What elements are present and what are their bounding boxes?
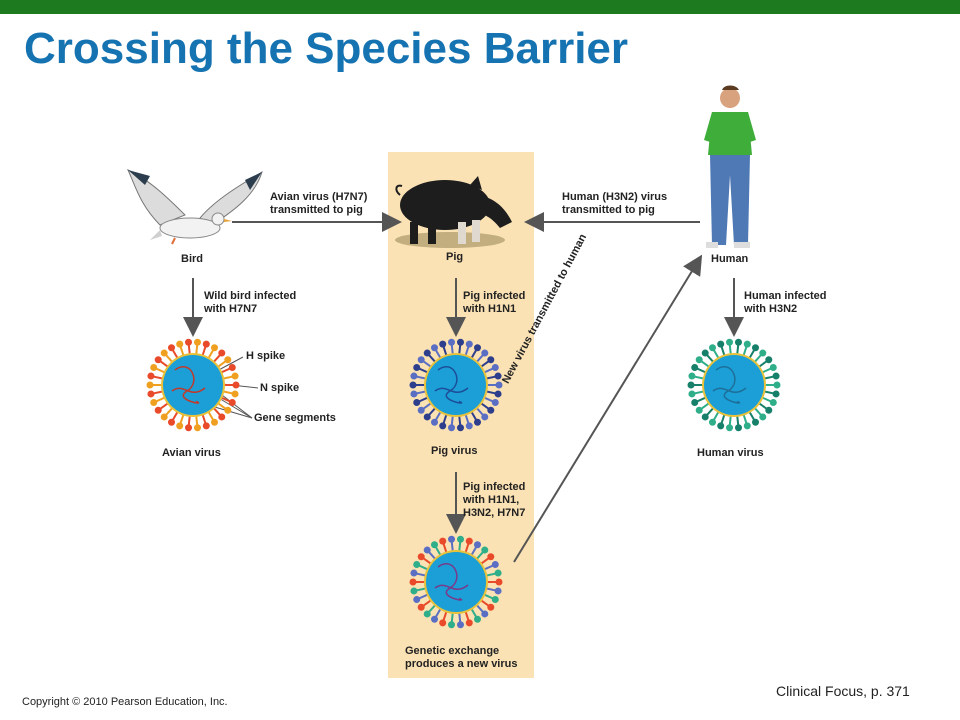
label-human-virus: Human virus	[697, 447, 764, 459]
human-virus-particle	[687, 338, 781, 432]
label-pig: Pig	[446, 251, 464, 263]
callout-gene-segments: Gene segments	[254, 412, 336, 424]
new-virus-particle	[409, 535, 503, 629]
pig-illustration	[395, 176, 512, 248]
label-pig-infected: Pig infected with H1N1	[463, 290, 526, 315]
slide-title: Crossing the Species Barrier	[24, 24, 629, 73]
label-avian-virus: Avian virus	[162, 447, 221, 459]
label-bird-infected: Wild bird infected with H7N7	[204, 290, 297, 315]
label-avian-transmitted: Avian virus (H7N7) transmitted to pig	[270, 191, 368, 216]
label-bird: Bird	[181, 253, 203, 265]
label-human-infected: Human infected with H3N2	[744, 290, 827, 315]
pig-virus-particle	[409, 338, 503, 432]
avian-virus-particle	[146, 338, 240, 432]
human-illustration	[704, 85, 756, 248]
label-human: Human	[711, 253, 749, 265]
label-human-transmitted: Human (H3N2) virus transmitted to pig	[562, 191, 668, 216]
label-genetic-exchange: Genetic exchange produces a new virus	[405, 645, 518, 670]
label-pig-virus: Pig virus	[431, 445, 478, 457]
bird-illustration	[126, 168, 263, 245]
callout-n-spike: N spike	[260, 382, 300, 394]
label-pig-multi-infected: Pig infected with H1N1, H3N2, H7N7	[463, 481, 526, 519]
callout-h-spike: H spike	[246, 350, 286, 362]
arrow-new-virus-to-human	[513, 254, 703, 563]
source-citation: Clinical Focus, p. 371	[776, 683, 910, 699]
top-bar	[0, 0, 960, 14]
copyright: Copyright © 2010 Pearson Education, Inc.	[22, 696, 228, 708]
